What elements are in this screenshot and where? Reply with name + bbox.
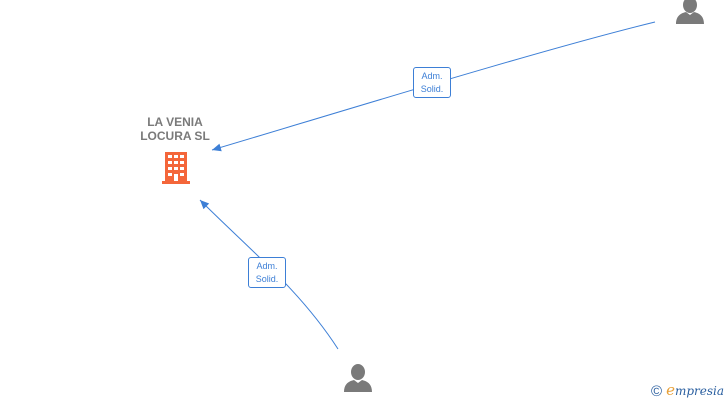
person-icon[interactable] [676, 0, 704, 24]
edge-label-adm-solid[interactable]: Adm. Solid. [413, 67, 451, 98]
building-icon[interactable] [162, 152, 190, 184]
copyright-symbol: © [651, 383, 663, 400]
edge-label-line2: Solid. [420, 84, 444, 94]
company-name[interactable]: LA VENIA LOCURA SL [120, 115, 230, 143]
person-icon[interactable] [344, 364, 372, 392]
watermark-logo: ©empresia [651, 381, 724, 400]
brand-initial: e [666, 381, 675, 399]
edge-label-line2: Solid. [255, 274, 279, 284]
edge-label-line1: Adm. [421, 71, 443, 81]
company-name-line1: LA VENIA [147, 115, 203, 129]
company-name-line2: LOCURA SL [140, 129, 210, 143]
edge-label-adm-solid[interactable]: Adm. Solid. [248, 257, 286, 288]
brand-name: mpresia [674, 384, 725, 398]
edge-label-line1: Adm. [256, 261, 278, 271]
